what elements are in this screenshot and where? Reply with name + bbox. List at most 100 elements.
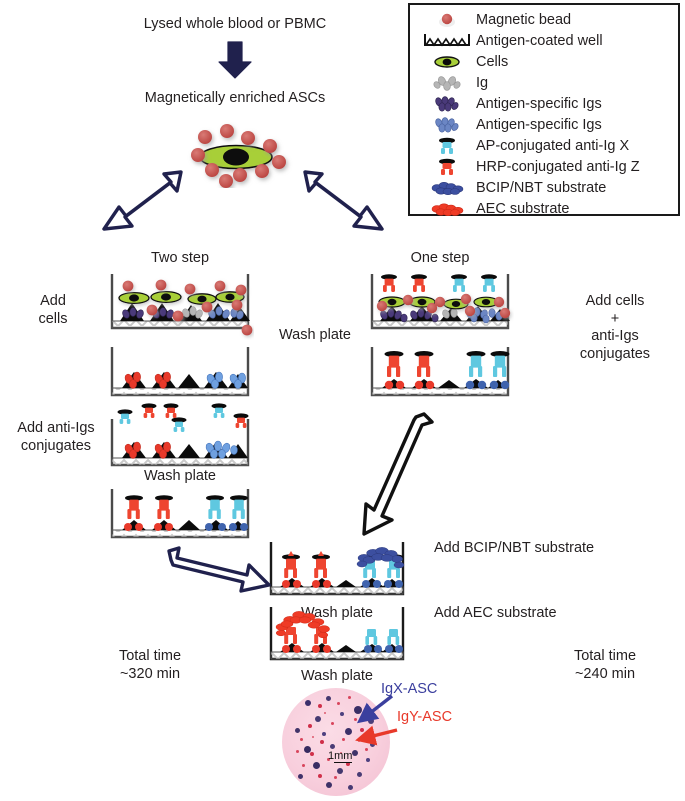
spot-igx	[315, 716, 321, 722]
add-conjugates-label: Add anti-Igs conjugates	[17, 420, 95, 454]
bcip-nbt-substrate-icon	[418, 177, 476, 198]
total-time-left: Total time ~320 min	[118, 648, 182, 682]
spot-igy	[334, 776, 337, 779]
total-time-right: Total time ~240 min	[573, 648, 637, 682]
magnetically-enriched-asc-graphic	[178, 122, 294, 188]
spot-igy	[318, 774, 322, 778]
legend-item-cells: Cells	[410, 51, 678, 72]
legend-label: Antigen-specific Igs	[476, 95, 602, 112]
legend-item-magnetic-bead: Magnetic bead	[410, 9, 678, 30]
spot-igy	[365, 748, 368, 751]
well-one-step-add-cells-conjugates	[366, 272, 514, 340]
well-two-step-after-wash	[106, 345, 254, 405]
spot-igx	[340, 712, 344, 716]
well-aec-substrate	[266, 605, 408, 669]
legend-label: HRP-conjugated anti-Ig Z	[476, 158, 640, 175]
spot-igy	[318, 704, 322, 708]
spot-igy	[331, 722, 334, 725]
antigen-coated-well-icon	[418, 30, 476, 51]
spot-igx	[352, 750, 358, 756]
igx-asc-label: IgX-ASC	[381, 681, 438, 697]
flow-arrow-two-step-to-bottom	[165, 545, 275, 602]
source-label: Lysed whole blood or PBMC	[143, 16, 327, 32]
scale-unit: mm	[334, 750, 353, 763]
spot-igy	[310, 752, 314, 756]
igy-asc-label: IgY-ASC	[397, 709, 453, 725]
spot-igy	[296, 750, 299, 753]
legend-item-antigen-specific-igs-blue: Antigen-specific Igs	[410, 114, 678, 135]
spot-igy	[302, 764, 305, 767]
spot-igx	[305, 700, 311, 706]
spot-igx	[298, 774, 303, 779]
spot-igy	[348, 696, 351, 699]
legend-label: Antigen-specific Igs	[476, 116, 602, 133]
add-bcip-label: Add BCIP/NBT substrate	[434, 540, 595, 556]
cell-icon	[418, 51, 476, 72]
legend-box: Magnetic bead Antigen-coated well Cells	[408, 3, 680, 219]
branch-arrow-left	[98, 168, 186, 239]
wash-plate-label-aec: Wash plate	[301, 668, 373, 684]
spot-igx	[345, 728, 352, 735]
add-aec-label: Add AEC substrate	[434, 605, 557, 621]
flow-arrow-one-step-to-bottom	[352, 408, 438, 547]
spot-igx	[330, 744, 335, 749]
scale-bar: 1mm	[328, 750, 353, 763]
wash-plate-label-left-inner: Wash plate	[144, 468, 216, 484]
antigen-specific-igs-purple-icon	[418, 93, 476, 114]
well-one-step-after-wash	[366, 345, 514, 405]
legend-item-ap-conjugate: AP-conjugated anti-Ig X	[410, 135, 678, 156]
down-arrow-thick	[214, 40, 256, 85]
spot-igy	[324, 712, 326, 714]
add-cells-label: Add cells	[38, 293, 68, 327]
spot-igy	[354, 718, 357, 721]
legend-label: Magnetic bead	[476, 11, 572, 28]
magnetic-bead-icon	[418, 9, 476, 30]
spot-igy	[308, 724, 312, 728]
spot-igy	[312, 736, 314, 738]
spot-igy	[300, 738, 303, 741]
spot-igx	[304, 746, 311, 753]
well-two-step-add-cells	[106, 272, 254, 340]
well-two-step-add-conjugates	[106, 403, 254, 475]
spot-igy	[337, 702, 340, 705]
legend-label: AEC substrate	[476, 200, 570, 217]
igx-pointer-arrow	[356, 692, 396, 731]
aec-substrate-icon	[418, 198, 476, 219]
spot-igx	[313, 762, 320, 769]
legend-item-antigen-specific-igs-purple: Antigen-specific Igs	[410, 93, 678, 114]
legend-label: Ig	[476, 74, 489, 91]
enriched-label: Magnetically enriched ASCs	[144, 90, 326, 106]
spot-igy	[320, 740, 324, 744]
spot-igy	[340, 752, 342, 754]
wash-plate-label-middle: Wash plate	[279, 327, 351, 343]
legend-label: AP-conjugated anti-Ig X	[476, 137, 630, 154]
legend-item-bcip-nbt: BCIP/NBT substrate	[410, 177, 678, 198]
spot-igx	[322, 732, 326, 736]
branch-arrow-right	[300, 168, 388, 239]
well-bcip-nbt-substrate	[266, 540, 408, 604]
legend-label: Antigen-coated well	[476, 32, 603, 49]
igy-pointer-arrow	[355, 724, 401, 753]
hrp-conjugate-icon	[418, 156, 476, 177]
legend-item-hrp-conjugate: HRP-conjugated anti-Ig Z	[410, 156, 678, 177]
spot-igy	[346, 762, 350, 766]
legend-label: Cells	[476, 53, 509, 70]
legend-item-ig: Ig	[410, 72, 678, 93]
two-step-title: Two step	[150, 250, 210, 266]
spot-igy	[327, 758, 330, 761]
legend-label: BCIP/NBT substrate	[476, 179, 607, 196]
add-cells-conjugates-label: Add cells + anti-Igs conjugates	[579, 293, 651, 363]
spot-igx	[326, 696, 331, 701]
legend-item-aec: AEC substrate	[410, 198, 678, 219]
spot-igx	[337, 768, 343, 774]
spot-igx	[326, 782, 332, 788]
spot-igx	[295, 728, 300, 733]
antigen-specific-igs-blue-icon	[418, 114, 476, 135]
one-step-title: One step	[410, 250, 470, 266]
spot-igx	[357, 772, 362, 777]
spot-igx	[366, 758, 370, 762]
spot-igx	[348, 785, 353, 790]
ap-conjugate-icon	[418, 135, 476, 156]
scale-value: 1	[328, 750, 335, 762]
well-two-step-bound-conjugates	[106, 487, 254, 547]
